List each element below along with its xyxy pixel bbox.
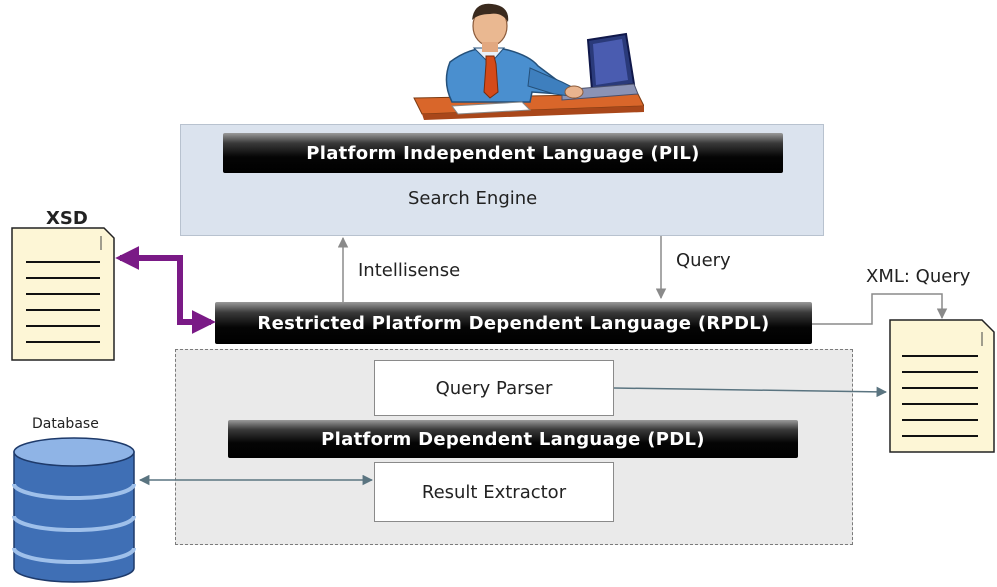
xsd-label: XSD (46, 208, 88, 229)
xml-query-label: XML: Query (866, 266, 971, 287)
xsd-document-icon (11, 227, 115, 361)
query-label: Query (676, 250, 731, 271)
pil-bar: Platform Independent Language (PIL) (223, 133, 783, 173)
xml-document-icon (889, 319, 995, 453)
database-icon (12, 437, 136, 583)
rpdl-bar: Restricted Platform Dependent Language (… (215, 302, 812, 344)
pdl-bar: Platform Dependent Language (PDL) (228, 420, 798, 458)
result-extractor-box: Result Extractor (374, 462, 614, 522)
search-engine-label: Search Engine (408, 188, 538, 209)
xml-query-arrow (812, 293, 948, 325)
parser-to-xml-arrow (613, 386, 888, 398)
xsd-rpdl-arrow (115, 246, 216, 334)
person-at-laptop-icon (413, 3, 644, 120)
database-label: Database (32, 416, 99, 432)
intellisense-label: Intellisense (358, 260, 461, 281)
query-parser-box: Query Parser (374, 360, 614, 416)
